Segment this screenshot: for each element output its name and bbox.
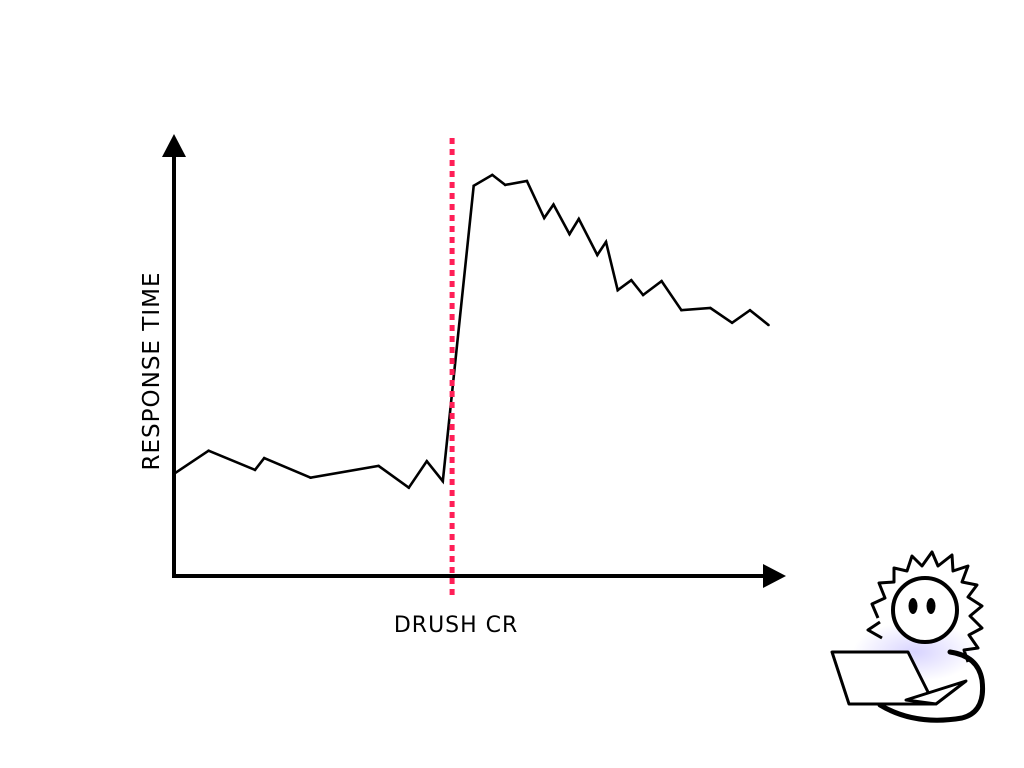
data-point-12	[503, 183, 507, 187]
x-axis-arrow-icon	[763, 564, 786, 588]
data-point-9	[441, 479, 445, 483]
data-point-6	[377, 464, 380, 468]
data-point-11	[491, 173, 494, 177]
data-point-19	[604, 240, 608, 244]
data-point-25	[709, 306, 712, 310]
y-axis-arrow-icon	[162, 134, 186, 157]
data-point-7	[407, 486, 411, 490]
data-point-3	[253, 468, 257, 472]
data-point-5	[309, 476, 312, 480]
data-point-4	[262, 456, 266, 460]
data-point-20	[616, 288, 619, 292]
response-time-series-line	[173, 173, 770, 490]
data-point-22	[641, 293, 645, 297]
data-point-10	[472, 184, 476, 188]
data-point-27	[748, 308, 752, 312]
data-point-23	[660, 279, 663, 283]
drush-cr-label: DRUSH CR	[394, 613, 518, 638]
data-point-17	[577, 217, 581, 221]
data-point-2	[207, 449, 210, 453]
data-point-24	[680, 308, 683, 312]
data-point-13	[525, 179, 529, 183]
data-point-28	[767, 323, 770, 327]
data-point-1	[172, 472, 176, 476]
data-point-16	[568, 232, 571, 236]
y-axis-label: RESPONSE TIME	[139, 272, 165, 471]
data-point-18	[596, 253, 599, 257]
data-point-26	[730, 321, 734, 325]
data-point-15	[552, 203, 555, 206]
data-point-8	[425, 459, 429, 463]
developer-with-laptop-icon	[830, 550, 986, 723]
data-point-21	[630, 278, 633, 282]
data-point-14	[542, 216, 546, 220]
